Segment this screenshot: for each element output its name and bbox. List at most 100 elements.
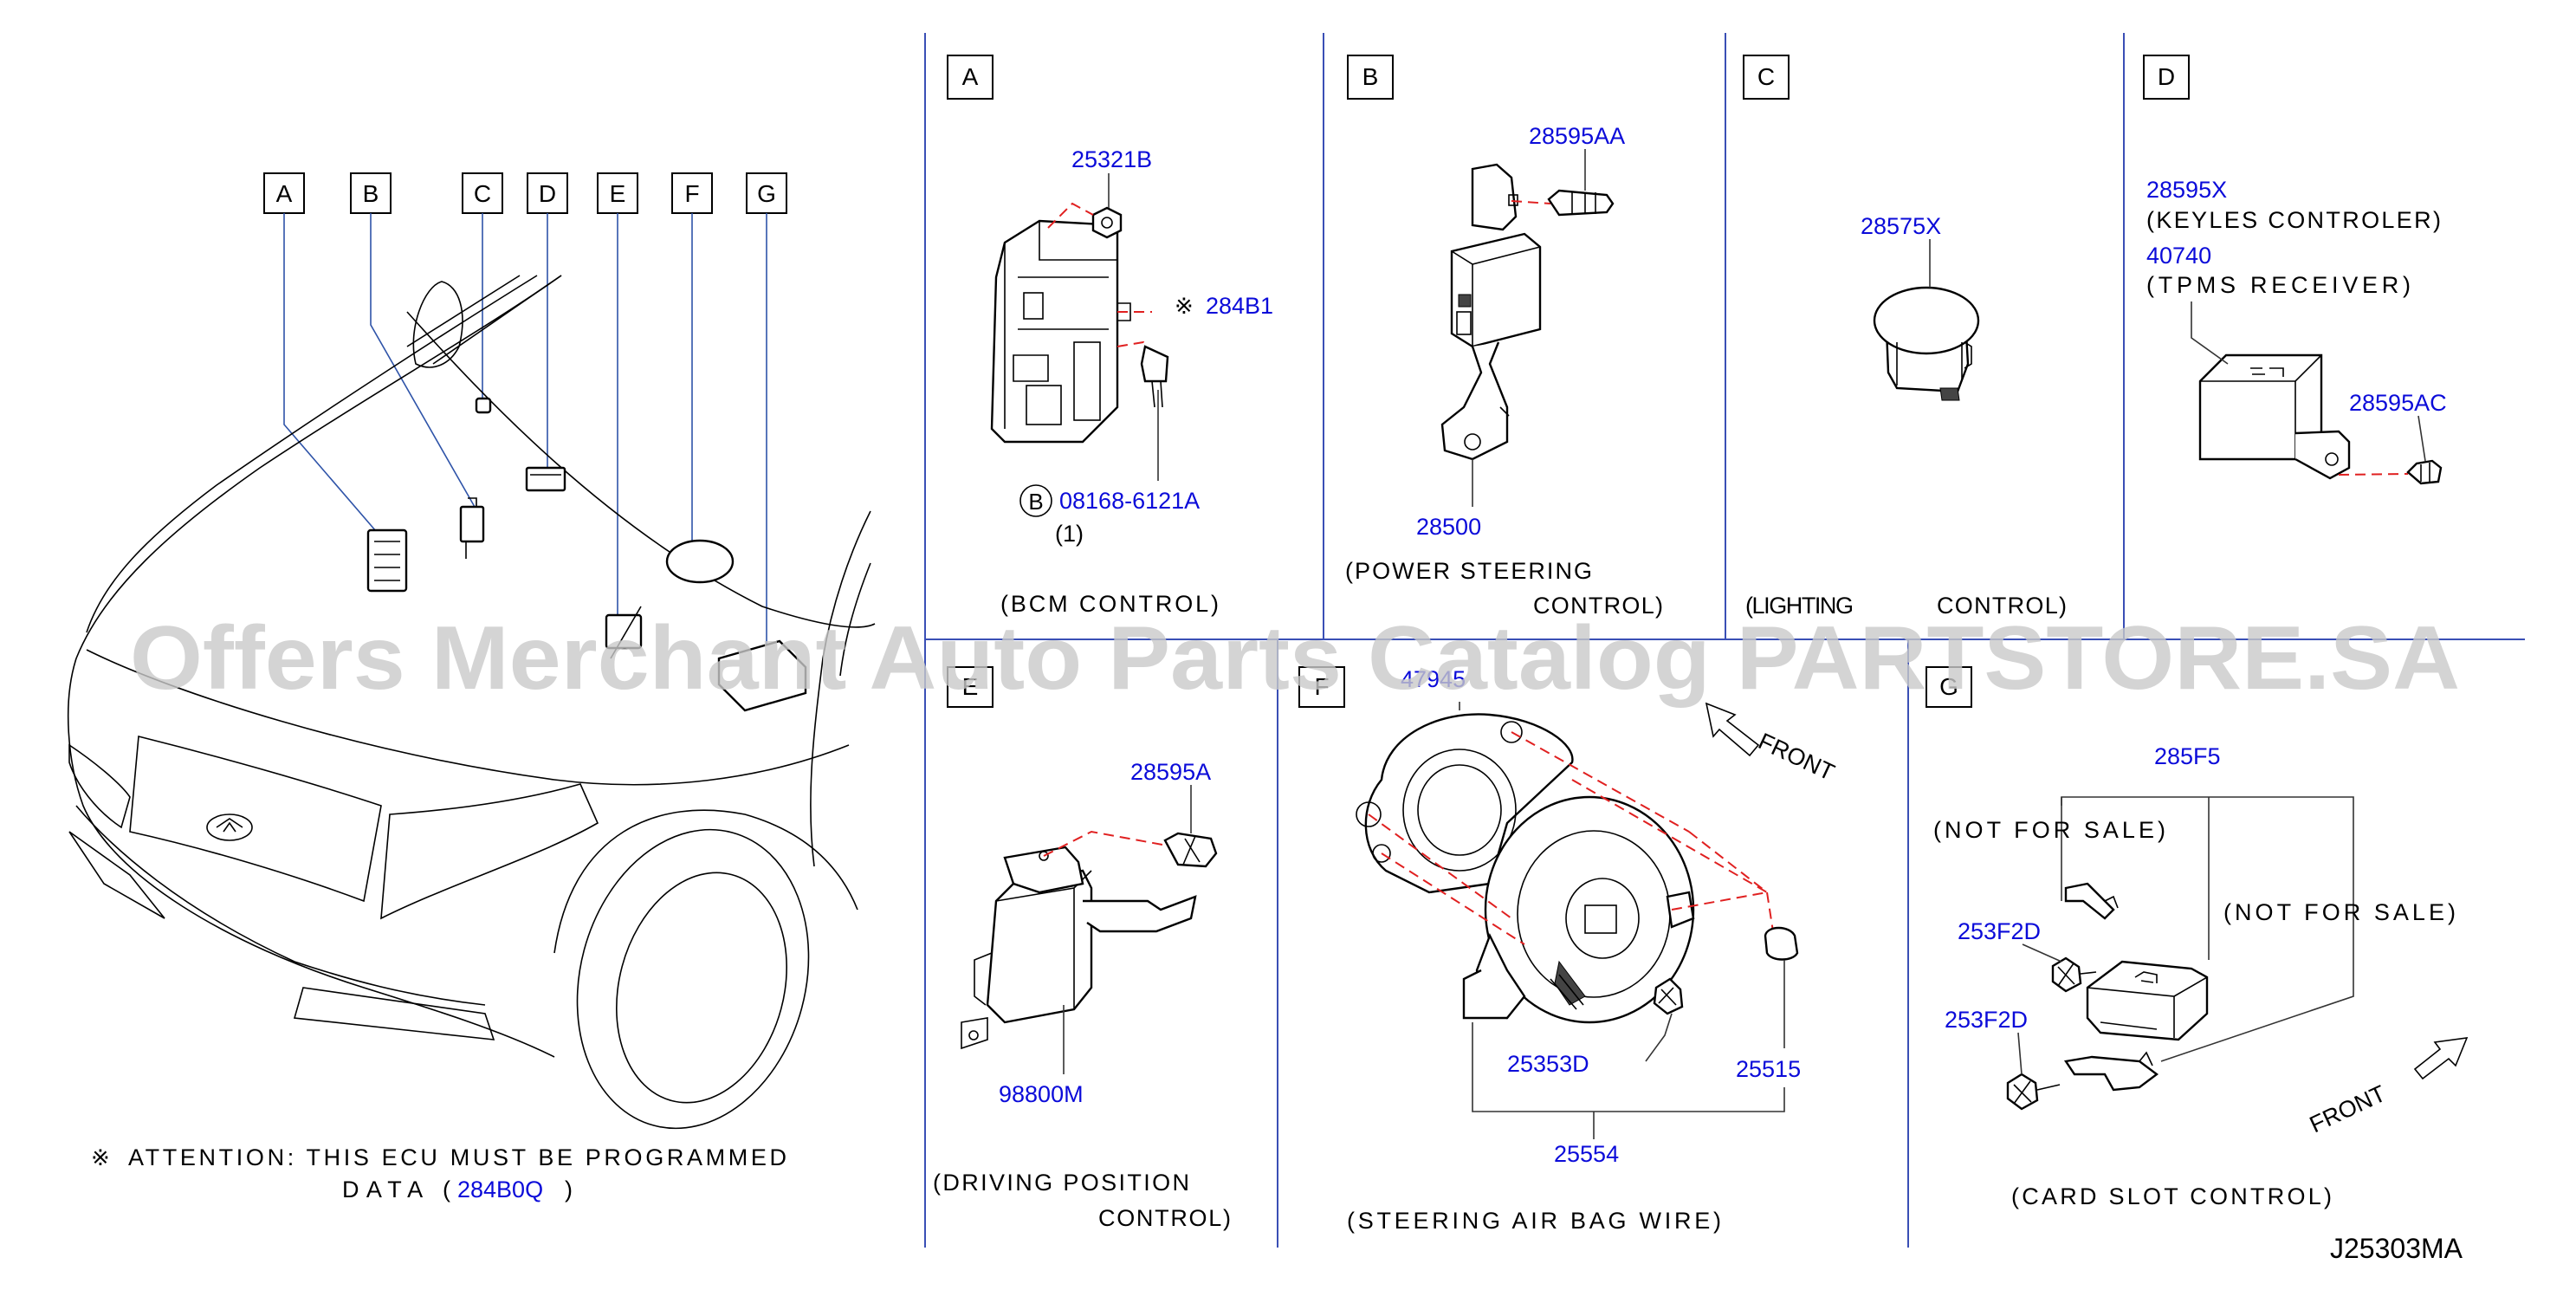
attention-symbol: ※ (91, 1144, 110, 1170)
not-for-sale-label-2: (NOT FOR SALE) (2223, 899, 2456, 925)
part-label-25353d[interactable]: 25353D (1507, 1051, 1589, 1077)
callout-C[interactable]: C (462, 172, 503, 214)
clock-spring[interactable] (1462, 795, 1695, 1024)
car-outline (67, 275, 876, 1130)
attention-part-number[interactable]: 284B0Q (457, 1177, 543, 1202)
part-label-284b1[interactable]: 284B1 (1206, 293, 1273, 319)
nut-25321b[interactable] (1091, 206, 1123, 239)
part-label-47945[interactable]: 47945 (1401, 666, 1466, 692)
part-label-285f5[interactable]: 285F5 (2154, 743, 2221, 769)
callout-F[interactable]: F (671, 172, 713, 214)
part-label-25515[interactable]: 25515 (1736, 1056, 1801, 1082)
svg-text:A: A (276, 180, 293, 207)
car-part-keyless-control[interactable] (525, 466, 566, 492)
screw-253f2d-upper[interactable] (2051, 956, 2097, 993)
upper-bracket[interactable] (2064, 882, 2119, 920)
screw-25353d[interactable] (1653, 977, 1684, 1015)
svg-text:F: F (684, 180, 699, 207)
svg-text:F: F (1314, 673, 1329, 700)
not-for-sale-label-1: (NOT FOR SALE) (1933, 817, 2165, 843)
part-label-08168-6121a[interactable]: 08168-6121A (1059, 488, 1200, 514)
front-label-f: FRONT (1754, 728, 1838, 785)
car-part-card-slot[interactable] (717, 639, 807, 712)
callout-G[interactable]: G (746, 172, 787, 214)
panel-c-caption-1: (LIGHTING (1745, 593, 1854, 619)
part-label-98800m[interactable]: 98800M (999, 1081, 1084, 1107)
part-label-28595aa[interactable]: 28595AA (1529, 123, 1625, 149)
car-part-lighting-switch[interactable] (475, 397, 492, 414)
part-label-28575x[interactable]: 28575X (1861, 213, 1941, 239)
svg-text:E: E (610, 180, 626, 207)
svg-text:C: C (1757, 63, 1775, 90)
lower-bracket[interactable] (2063, 1051, 2159, 1092)
panel-g-caption: (CARD SLOT CONTROL) (2011, 1183, 2332, 1209)
clip-25515[interactable] (1764, 926, 1799, 961)
panel-e-caption-1: (DRIVING POSITION (933, 1170, 1189, 1196)
screw-28595ac[interactable] (2406, 459, 2443, 485)
driving-position-module[interactable] (961, 846, 1197, 1050)
part-label-40740[interactable]: 40740 (2146, 243, 2211, 269)
screw-28595a[interactable] (1163, 832, 1218, 868)
part-label-253f2d-2[interactable]: 253F2D (1945, 1007, 2028, 1033)
screw-253f2d-lower[interactable] (2006, 1073, 2061, 1111)
part-label-28595x[interactable]: 28595X (2146, 177, 2227, 203)
part-desc-tpms: (TPMS RECEIVER) (2146, 272, 2411, 298)
front-arrow-icon (1705, 702, 1760, 757)
bolt-08168-6121a[interactable] (1140, 345, 1169, 408)
card-slot-module[interactable] (2086, 960, 2209, 1041)
panel-g: G 285F5 (NOT FOR SALE) (NOT FOR SALE) (1926, 666, 2469, 1209)
panel-b-caption-2: CONTROL) (1533, 593, 1663, 619)
car-part-ps-control[interactable] (459, 497, 485, 559)
svg-text:ATTENTION: THIS ECU MUST BE PR: ATTENTION: THIS ECU MUST BE PROGRAMMED (128, 1144, 786, 1170)
car-part-driving-position[interactable] (605, 606, 643, 659)
panel-b-caption-1: (POWER STEERING (1345, 558, 1592, 584)
screw-28595aa[interactable] (1547, 189, 1615, 217)
svg-text:G: G (1939, 673, 1958, 700)
quantity-label: (1) (1055, 521, 1084, 547)
svg-text:E: E (962, 673, 979, 700)
panel-f-caption: (STEERING AIR BAG WIRE) (1347, 1208, 1721, 1234)
part-label-25321b[interactable]: 25321B (1071, 146, 1152, 172)
attention-note: ※ ATTENTION: THIS ECU MUST BE PROGRAMMED… (91, 1144, 786, 1202)
watermark: Offers Merchant Auto Parts Catalog PARTS… (130, 608, 2460, 709)
svg-text:G: G (757, 180, 776, 207)
part-label-28595a[interactable]: 28595A (1130, 759, 1211, 785)
front-arrow-icon-g (2413, 1037, 2469, 1080)
callout-E[interactable]: E (597, 172, 638, 214)
panel-dividers (924, 33, 2525, 1248)
callout-A[interactable]: A (263, 172, 305, 214)
svg-text:D: D (539, 180, 556, 207)
panel-e-caption-2: CONTROL) (1098, 1205, 1231, 1231)
svg-text:D: D (2158, 63, 2175, 90)
callout-B[interactable]: B (350, 172, 392, 214)
part-label-28500[interactable]: 28500 (1416, 514, 1481, 540)
panel-b: B 28595AA 28500 (POWER STEERING CONTROL) (1345, 55, 1663, 619)
car-part-air-bag-wire[interactable] (665, 539, 735, 584)
callout-leaders (283, 213, 767, 667)
diagram-id: J25303MA (2330, 1233, 2463, 1264)
svg-text:B: B (363, 180, 379, 207)
front-label-g: FRONT (2306, 1080, 2390, 1138)
panel-d: D 28595X (KEYLES CONTROLER) 40740 (TPMS … (2143, 55, 2447, 485)
part-desc-keyless: (KEYLES CONTROLER) (2146, 207, 2441, 233)
car-part-bcm[interactable] (366, 528, 408, 593)
panel-f: F (1298, 666, 1838, 1234)
attention-mark-icon: ※ (1175, 293, 1194, 319)
part-label-253f2d-1[interactable]: 253F2D (1958, 918, 2041, 944)
lighting-switch[interactable] (1873, 286, 1980, 401)
steering-sensor-plate[interactable] (1356, 713, 1574, 894)
svg-text:): ) (565, 1177, 573, 1202)
part-label-25554[interactable]: 25554 (1554, 1141, 1619, 1167)
part-label-28595ac[interactable]: 28595AC (2349, 390, 2447, 416)
callout-D[interactable]: D (527, 172, 568, 214)
keyless-tpms-module[interactable] (2198, 353, 2351, 480)
panel-a: A 25321B ※ 284B1 B 081 (947, 55, 1273, 617)
bcm-module[interactable] (990, 219, 1131, 444)
svg-text:C: C (474, 180, 491, 207)
svg-text:B: B (1362, 63, 1379, 90)
panel-c: C 28575X (LIGHTING CONTROL) (1743, 55, 2067, 619)
power-steering-module[interactable] (1440, 163, 1542, 461)
svg-text:A: A (962, 63, 979, 90)
